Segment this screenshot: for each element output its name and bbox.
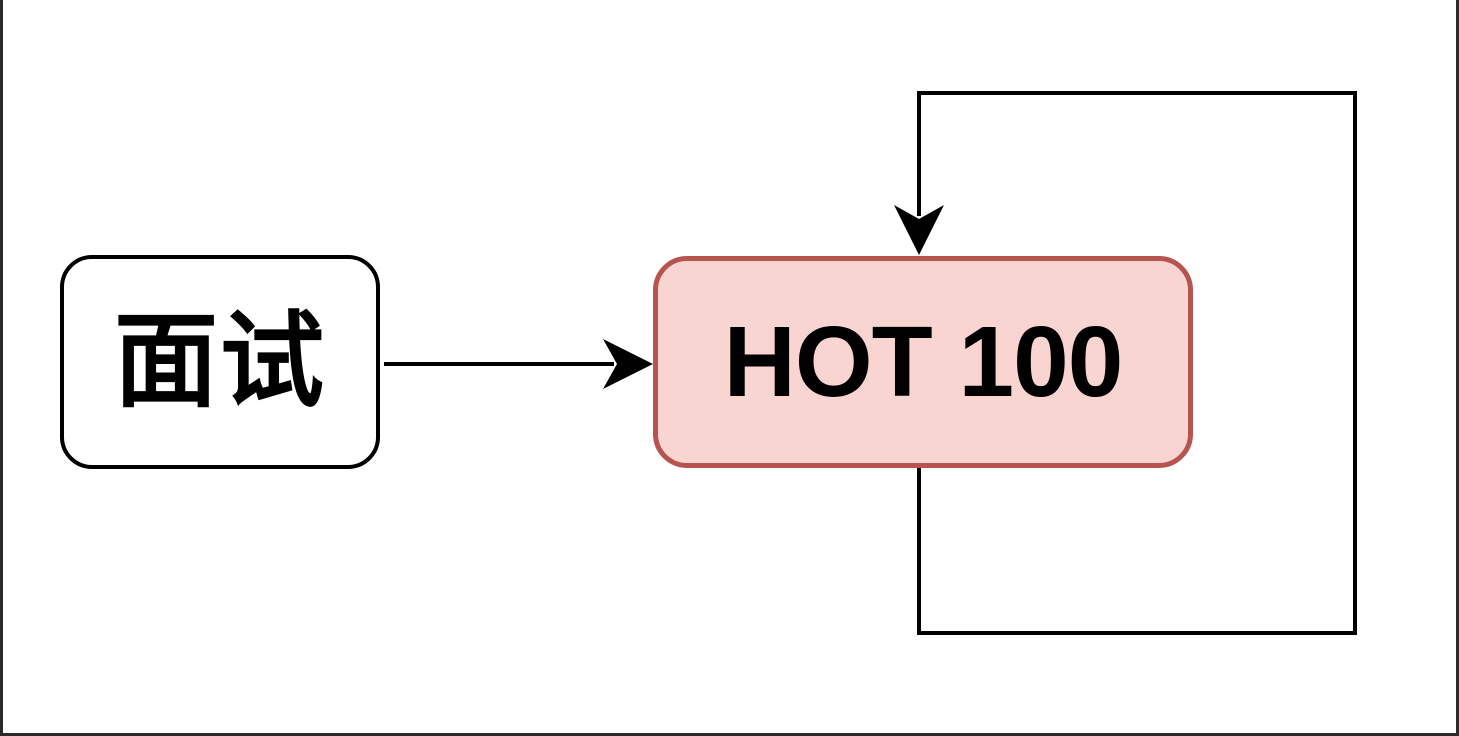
window-edge-right [1456,0,1459,736]
edge-interview-to-hot100[interactable] [384,339,653,389]
window-edge-bottom [0,733,1459,736]
node-interview-label: 面试 [113,304,326,420]
node-hot100[interactable]: HOT 100 [653,256,1193,468]
node-hot100-label: HOT 100 [723,306,1124,418]
node-interview[interactable]: 面试 [60,255,380,469]
edge-hot100-self-loop[interactable] [894,91,1357,635]
window-edge-left [0,0,3,736]
arrowhead-right-icon [603,339,653,389]
edge-line[interactable] [917,91,1357,635]
arrowhead-down-icon [894,205,944,255]
